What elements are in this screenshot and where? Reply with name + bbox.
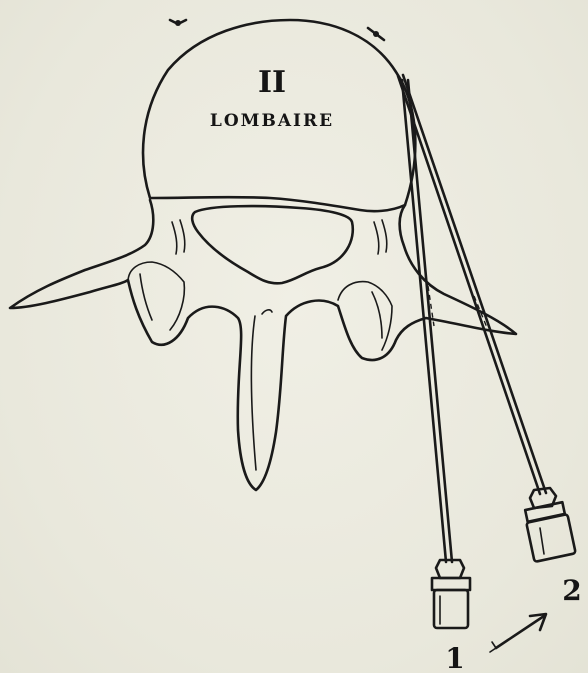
vertebra-numeral: II <box>258 65 286 100</box>
articular-shade-right <box>372 292 382 338</box>
spinal-canal <box>192 206 353 283</box>
lamina-shade-right-1 <box>374 222 379 254</box>
top-marks <box>170 20 384 40</box>
direction-arrow <box>490 614 546 652</box>
lamina-shade-left-2 <box>180 220 185 252</box>
spinous-notch <box>262 310 272 314</box>
vertebral-arch <box>10 200 516 490</box>
lamina-shade-right-2 <box>382 220 387 252</box>
spinous-inner-line <box>251 316 256 470</box>
articular-process-right <box>338 282 392 350</box>
vertebra-name: LOMBAIRE <box>210 111 334 131</box>
needle-1-label: 1 <box>445 642 464 673</box>
articular-shade-left <box>140 274 152 320</box>
articular-process-left <box>128 262 184 330</box>
lamina-shade-left-1 <box>172 222 177 254</box>
needle-2-label: 2 <box>562 574 581 607</box>
needle-1 <box>402 80 470 628</box>
